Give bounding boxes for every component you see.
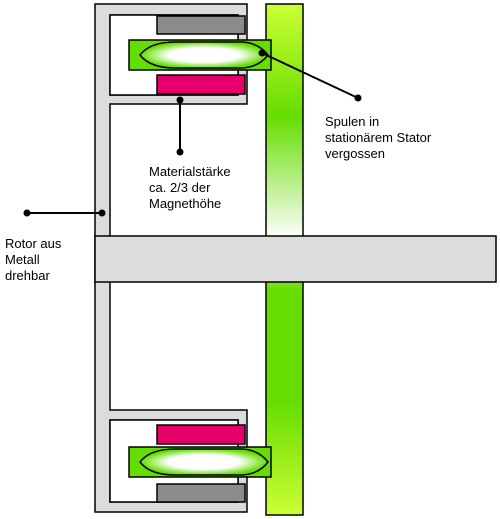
rotor-label: Rotor aus Metall drehbar	[5, 236, 62, 283]
lower-gray-magnet	[156, 483, 246, 503]
coil-label: Spulen in stationärem Stator vergossen	[325, 114, 432, 161]
material-leader-line	[176, 96, 184, 156]
upper-coil	[139, 41, 269, 69]
lower-coil	[139, 448, 269, 476]
coil-leader-line	[258, 49, 362, 102]
upper-gray-magnet	[156, 15, 246, 35]
shaft	[94, 235, 497, 283]
upper-pink-magnet	[156, 74, 246, 95]
material-thickness-label: Materialstärke ca. 2/3 der Magnethöhe	[149, 164, 231, 211]
rotor-leader-line	[23, 209, 106, 217]
lower-pink-magnet	[156, 424, 246, 445]
